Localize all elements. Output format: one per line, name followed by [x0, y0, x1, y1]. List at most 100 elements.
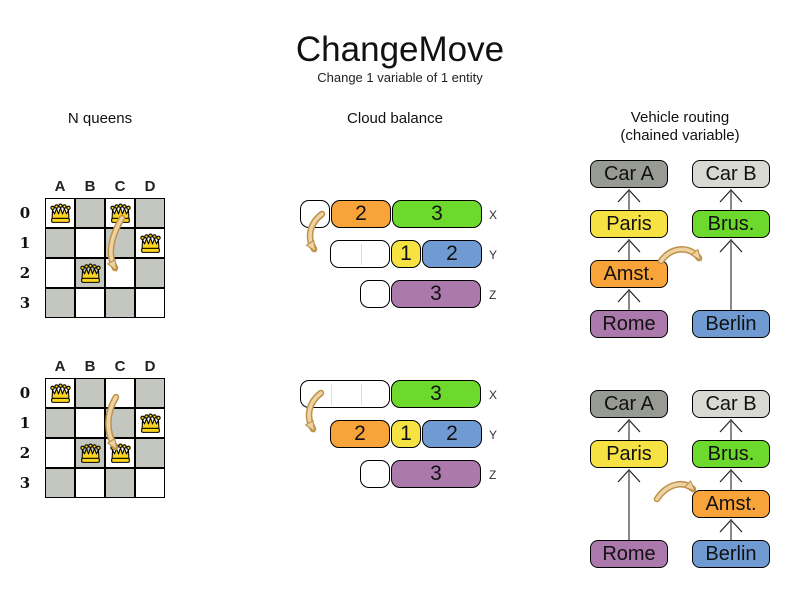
board-row-label: 0: [19, 204, 31, 222]
board-cell: [45, 198, 75, 228]
process-block: 2: [330, 420, 390, 448]
process-block: 1: [391, 240, 421, 268]
board-cell: [135, 258, 165, 288]
queen-icon: [109, 443, 131, 463]
process-block: 3: [391, 380, 481, 408]
board-column-label: C: [114, 358, 126, 375]
process-block: 2: [422, 420, 482, 448]
section-header-cloud-balance: Cloud balance: [347, 110, 443, 127]
page-title: ChangeMove: [295, 30, 505, 69]
board-cell: [135, 408, 165, 438]
vrp-box: Brus.: [692, 210, 770, 238]
board-column-label: B: [84, 358, 96, 375]
vrp-box: Brus.: [692, 440, 770, 468]
computer-label: Y: [489, 248, 498, 262]
board-cell: [105, 228, 135, 258]
process-block: 3: [392, 200, 482, 228]
process-block: 3: [391, 460, 481, 488]
vrp-move-arrow-before: [657, 246, 703, 265]
vehicle-routing-header-line2: (chained variable): [620, 127, 740, 144]
queen-icon: [139, 413, 161, 433]
board-cell: [75, 228, 105, 258]
free-capacity-box: [360, 280, 390, 308]
process-block: 3: [391, 280, 481, 308]
board-cell: [105, 258, 135, 288]
board-cell: [105, 438, 135, 468]
chain-arrowhead: [719, 469, 743, 483]
board-cell: [135, 228, 165, 258]
board-cell: [135, 468, 165, 498]
chain-arrowhead: [617, 289, 641, 303]
computer-row: 3: [360, 460, 481, 488]
queen-icon: [49, 203, 71, 223]
page-subtitle: Change 1 variable of 1 entity: [317, 70, 483, 85]
process-block: 2: [331, 200, 391, 228]
board-column-label: D: [144, 358, 156, 375]
board-cell: [45, 288, 75, 318]
computer-label: X: [489, 208, 498, 222]
vrp-box: Berlin: [692, 540, 770, 568]
queen-icon: [79, 443, 101, 463]
board-cell: [75, 378, 105, 408]
vrp-box: Paris: [590, 210, 668, 238]
free-capacity-box: [300, 200, 330, 228]
board-cell: [105, 408, 135, 438]
chain-arrowhead: [719, 519, 743, 533]
section-header-vehicle-routing: Vehicle routing (chained variable): [590, 109, 770, 145]
board-cell: [75, 468, 105, 498]
computer-label: Z: [489, 468, 497, 482]
board-column-label: D: [144, 178, 156, 195]
process-block: 2: [422, 240, 482, 268]
chain-arrowhead: [617, 419, 641, 433]
board-cell: [135, 378, 165, 408]
chain-arrowhead: [719, 419, 743, 433]
chain-arrowhead: [617, 239, 641, 253]
board-cell: [45, 258, 75, 288]
computer-row: 3: [300, 380, 481, 408]
board-column-label: C: [114, 178, 126, 195]
chain-arrowhead: [617, 189, 641, 203]
vrp-box: Paris: [590, 440, 668, 468]
vrp-box: Rome: [590, 540, 668, 568]
vrp-box: Car A: [590, 160, 668, 188]
board-cell: [75, 258, 105, 288]
capacity-divider: [331, 384, 332, 405]
board-row-label: 2: [19, 264, 31, 282]
board-row-label: 1: [19, 234, 31, 252]
board-cell: [75, 198, 105, 228]
capacity-divider: [361, 244, 362, 265]
free-capacity-box: [330, 240, 390, 268]
computer-row: 3: [360, 280, 481, 308]
board-column-label: A: [54, 178, 66, 195]
vrp-box: Car B: [692, 390, 770, 418]
board-cell: [135, 288, 165, 318]
queen-icon: [79, 263, 101, 283]
board-cell: [75, 438, 105, 468]
capacity-divider: [361, 384, 362, 405]
board-row-label: 3: [19, 294, 31, 312]
queen-icon: [139, 233, 161, 253]
computer-label: Z: [489, 288, 497, 302]
board-row-label: 3: [19, 474, 31, 492]
chain-arrowhead: [617, 469, 641, 483]
queen-icon: [49, 383, 71, 403]
board-cell: [135, 198, 165, 228]
free-capacity-box: [360, 460, 390, 488]
vehicle-routing-header-line1: Vehicle routing: [630, 109, 730, 126]
board-cell: [105, 378, 135, 408]
board-cell: [45, 468, 75, 498]
board-cell: [75, 288, 105, 318]
board-column-label: B: [84, 178, 96, 195]
vrp-box: Amst.: [692, 490, 770, 518]
board-cell: [105, 288, 135, 318]
computer-label: Y: [489, 428, 498, 442]
board-cell: [45, 438, 75, 468]
computer-label: X: [489, 388, 498, 402]
board-row-label: 0: [19, 384, 31, 402]
process-block: 1: [391, 420, 421, 448]
board-cell: [45, 408, 75, 438]
vrp-box: Car B: [692, 160, 770, 188]
board-cell: [105, 468, 135, 498]
